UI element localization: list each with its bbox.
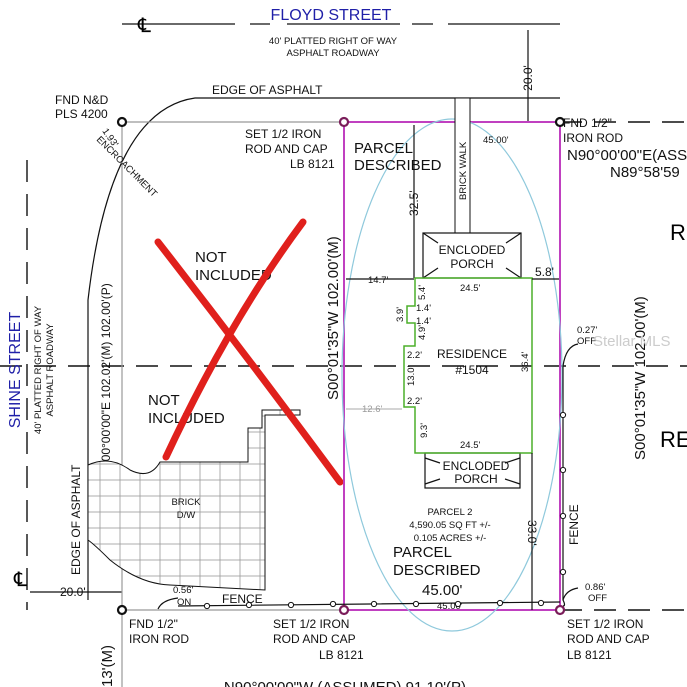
bearing-inner: S00°01'35"W 102.00'(M) xyxy=(325,236,342,400)
parcel-label-top-1: PARCEL xyxy=(354,140,413,157)
set-rod-bm-2: ROD AND CAP xyxy=(273,632,356,646)
fnd-nd-label-1: FND N&D xyxy=(55,93,109,107)
dim-2-2-a: 2.2' xyxy=(407,350,422,361)
parcel-label-top-2: DESCRIBED xyxy=(354,157,442,174)
south-fence xyxy=(157,597,561,610)
set-rod-br-1: SET 1/2 IRON xyxy=(567,617,643,631)
dim-33-0: 33.0' xyxy=(525,520,539,546)
dim-20-top: 20.0' xyxy=(521,65,535,91)
set-rod-bm-3: LB 8121 xyxy=(319,648,364,662)
set-rod-tl-2: ROD AND CAP xyxy=(245,142,328,156)
street-row-top-1: 40' PLATTED RIGHT OF WAY xyxy=(269,36,398,47)
red-cross-mark xyxy=(154,218,344,486)
dim-45-bottom: 45.00' xyxy=(422,582,463,599)
fence-label-east: FENCE xyxy=(567,504,581,545)
set-rod-bm-1: SET 1/2 IRON xyxy=(273,617,349,631)
edge-of-asphalt xyxy=(87,97,560,600)
dim-3-9: 3.9' xyxy=(395,307,406,322)
street-name-top: FLOYD STREET xyxy=(271,7,392,24)
east-fence xyxy=(562,366,566,607)
fnd-rod-bl-2: IRON ROD xyxy=(129,632,189,646)
porch-bottom: ENCLODED PORCH xyxy=(424,452,521,489)
floyd-centerline: ℄ xyxy=(122,15,560,37)
dim-45-top: 45.00' xyxy=(483,135,509,146)
parcel-label-bottom-1: PARCEL xyxy=(393,544,452,561)
porch-bottom-1: ENCLODED xyxy=(443,459,510,473)
fnd-rod-bl-1: FND 1/2" xyxy=(129,617,178,631)
dim-45-bottom-small: 45.00' xyxy=(437,601,463,612)
on-0-56: 0.56' xyxy=(173,585,193,596)
dim-20-left: 20.0' xyxy=(60,585,86,599)
dim-2-2-b: 2.2' xyxy=(407,396,422,407)
watermark: Stellar MLS xyxy=(593,333,671,350)
parcel-boundary xyxy=(343,121,561,611)
dim-5-4: 5.4' xyxy=(417,285,428,300)
set-rod-tl-3: LB 8121 xyxy=(290,157,335,171)
edge-asphalt-left-label: EDGE OF ASPHALT xyxy=(69,464,83,575)
not-included-2: NOT xyxy=(148,392,180,409)
dim-36-4: 36.4' xyxy=(520,352,531,372)
edge-asphalt-top-label: EDGE OF ASPHALT xyxy=(212,83,323,97)
porch-bottom-2: PORCH xyxy=(454,472,497,486)
dim-14-7: 14.7' xyxy=(368,275,388,286)
brick-dw-1: BRICK xyxy=(171,497,201,508)
brick-walk-label: BRICK WALK xyxy=(458,141,469,200)
dim-1-4-b: 1.4' xyxy=(416,316,431,327)
parcel2-area-acres: 0.105 ACRES +/- xyxy=(414,533,487,544)
porch-top-2: PORCH xyxy=(450,257,493,271)
brick-driveway: BRICK D/W xyxy=(87,409,301,591)
fnd-nd-label-2: PLS 4200 xyxy=(55,107,108,121)
dim-1-4-a: 1.4' xyxy=(416,303,431,314)
bearing-right-2: N89°58'59 xyxy=(610,164,680,181)
dim-24-5-bottom: 24.5' xyxy=(460,440,480,451)
parcel-label-bottom-2: DESCRIBED xyxy=(393,562,481,579)
dim-9-3: 9.3' xyxy=(419,423,430,438)
dim-5-8: 5.8' xyxy=(535,265,554,279)
set-rod-tl-1: SET 1/2 IRON xyxy=(245,127,321,141)
parcel2-area-sqft: 4,590.05 SQ FT +/- xyxy=(409,520,490,531)
fence-posts xyxy=(203,411,567,610)
left-13-m: 13'(M) xyxy=(99,645,116,687)
set-rod-br-3: LB 8121 xyxy=(567,648,612,662)
bearing-outer: S00°01'35"W 102.00'(M) xyxy=(632,296,649,460)
encroach-label: ENCROACHMENT xyxy=(94,134,159,199)
bearing-right-1: N90°00'00"E(ASS xyxy=(567,147,687,164)
dim-24-5-top: 24.5' xyxy=(460,283,480,294)
street-row-top-2: ASPHALT ROADWAY xyxy=(286,48,380,59)
centerline-symbol: ℄ xyxy=(137,15,151,37)
off-word-1: OFF xyxy=(577,336,596,347)
brick-dw-2: D/W xyxy=(177,510,196,521)
highlight-ellipse xyxy=(341,118,563,632)
parcel2-name: PARCEL 2 xyxy=(428,507,473,518)
monuments xyxy=(116,116,566,616)
centerline-symbol-left: ℄ xyxy=(13,569,27,591)
not-included-1b: INCLUDED xyxy=(195,267,272,284)
west-bearing: N00°00'00"E 102.02'(M) 102.00'(P) xyxy=(99,283,113,470)
fnd-rod-tr-2: IRON ROD xyxy=(563,131,623,145)
off-word-2: OFF xyxy=(588,593,607,604)
residence-label: RESIDENCE xyxy=(437,347,507,361)
off-0-86: 0.86' xyxy=(585,582,605,593)
dim-13-0: 13.0' xyxy=(406,366,417,386)
fence-label-south: FENCE xyxy=(222,592,263,606)
fnd-rod-tr-1: FND 1/2" xyxy=(563,116,612,130)
bottom-bearing: N90°00'00"W (ASSUMED) 91.10'(P) xyxy=(224,679,466,687)
residence-number: #1504 xyxy=(455,363,489,377)
street-row-left-2: ASPHALT ROADWAY xyxy=(45,323,56,417)
dim-4-9: 4.9' xyxy=(417,325,428,340)
dim-32-5: 32.5' xyxy=(407,190,421,216)
street-row-left-1: 40' PLATTED RIGHT OF WAY xyxy=(33,305,44,434)
porch-top-1: ENCLODED xyxy=(439,243,506,257)
adjacent-label-re: RE xyxy=(660,427,687,452)
not-included-1: NOT xyxy=(195,249,227,266)
street-name-left: SHINE STREET xyxy=(7,312,24,429)
on-word: ON xyxy=(177,597,191,608)
set-rod-br-2: ROD AND CAP xyxy=(567,632,650,646)
porch-top: ENCLODED PORCH xyxy=(422,232,522,279)
adjacent-label-r: R xyxy=(670,220,686,245)
off-0-27: 0.27' xyxy=(577,325,597,336)
dim-12-6: 12.6' xyxy=(362,404,382,415)
